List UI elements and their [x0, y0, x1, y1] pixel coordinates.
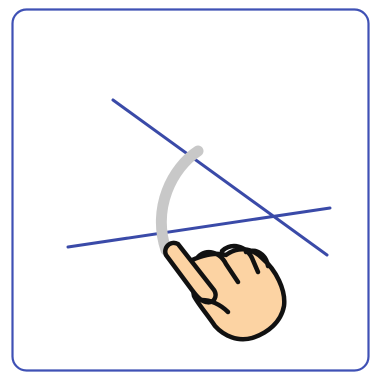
- diagram-frame: [13, 10, 369, 371]
